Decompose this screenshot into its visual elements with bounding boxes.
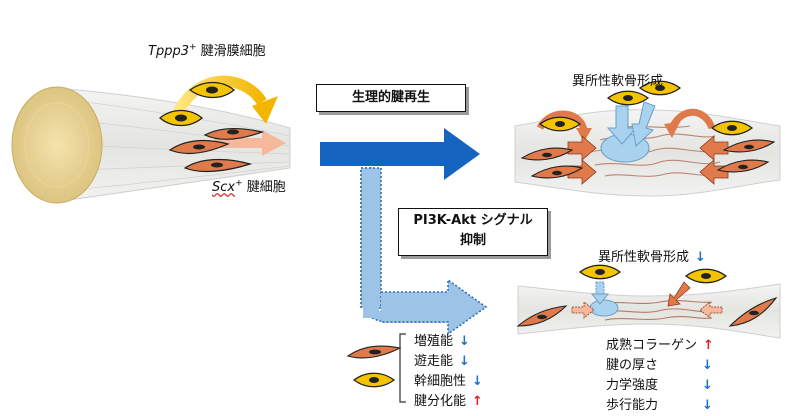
pi3k-inhibition-box: PI3K-Akt シグナル 抑制 xyxy=(398,208,548,256)
scx-label: Scx+ 腱細胞 xyxy=(212,178,286,195)
physiological-arrow xyxy=(320,128,480,180)
list-bracket xyxy=(399,333,406,403)
list-item: 成熟コラーゲン↑ xyxy=(606,338,714,353)
list-item: 遊走能↓ xyxy=(414,354,470,369)
list-item: 力学強度↓ xyxy=(606,378,713,393)
thin-tendon-bottom xyxy=(517,283,781,339)
physiological-regeneration-box: 生理的腱再生 xyxy=(316,84,466,112)
list-item: 歩行能力↓ xyxy=(606,398,713,413)
tppp3-label: Tppp3+ 腱滑膜細胞 xyxy=(148,42,266,59)
legend-cells xyxy=(346,345,402,388)
list-item: 腱の厚さ↓ xyxy=(606,358,713,373)
ectopic-cartilage-label-top: 異所性軟骨形成 xyxy=(572,74,664,89)
left-effects-list: 増殖能↓ 遊走能↓ 幹細胞性↓ 腱分化能↑ xyxy=(414,332,483,412)
list-item: 腱分化能↑ xyxy=(414,394,483,409)
list-item: 増殖能↓ xyxy=(414,334,470,349)
tppp3-cells xyxy=(158,81,236,127)
pi3k-inhibition-arrow xyxy=(360,167,488,336)
right-effects-list: 成熟コラーゲン↑ 腱の厚さ↓ 力学強度↓ 歩行能力↓ xyxy=(606,336,714,416)
ectopic-cartilage-label-bottom: 異所性軟骨形成↓ xyxy=(598,250,706,265)
list-item: 幹細胞性↓ xyxy=(414,374,483,389)
migration-curved-arrow xyxy=(173,75,267,115)
